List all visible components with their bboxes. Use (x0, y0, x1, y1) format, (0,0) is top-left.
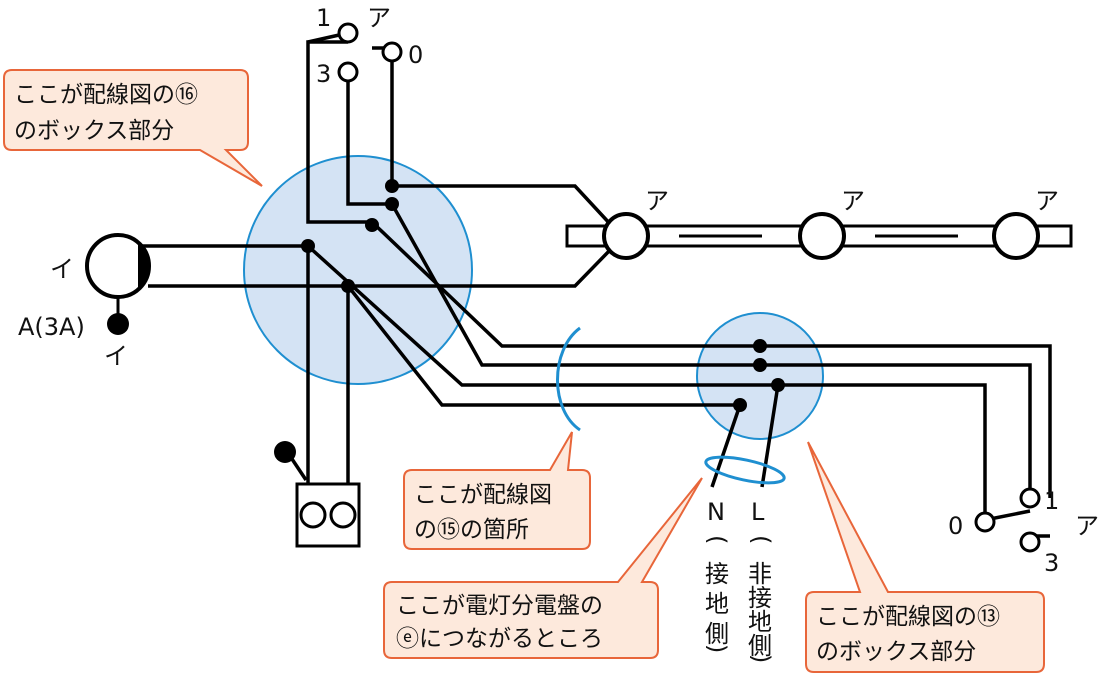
ground-dot (274, 441, 296, 463)
wire-top-switch-3 (346, 72, 392, 206)
connection-dots (301, 179, 785, 412)
top-switch-terminal-3 (337, 61, 359, 83)
feed-n-char: 接 (705, 560, 729, 588)
callout-e-line1: ここが電灯分電盤の (396, 593, 603, 619)
top-switch-label-common: ア (367, 4, 391, 32)
wire-lamp-feed-b (148, 246, 614, 288)
feed-l-char: 非 (748, 560, 772, 588)
top-switch-label-3: 3 (316, 60, 331, 88)
bottom-switch-terminal-0 (974, 511, 996, 533)
wires (138, 31, 1052, 538)
switch-terminals (337, 22, 1041, 553)
feed-n-char: 側 (705, 620, 729, 648)
top-switch-terminal-0 (381, 41, 403, 63)
callout-box-15: ここが配線図 の⑮の箇所 (403, 431, 591, 550)
feed-l-char: 接 (748, 584, 772, 612)
lamp-left (85, 233, 151, 335)
feed-l-char: L (751, 498, 765, 526)
lamp-label-2: ア (841, 187, 865, 215)
wire-feed-n (710, 404, 742, 488)
feed-n-paren-close: ) (703, 644, 731, 653)
cable-marker-15 (556, 326, 581, 432)
lamp-label-1: ア (645, 187, 669, 215)
bottom-switch-label-3: 3 (1044, 549, 1059, 577)
bottom-switch-terminal-3 (1019, 531, 1041, 553)
wire-top-switch-1 (306, 40, 372, 224)
callout-15-line2: の⑮の箇所 (414, 517, 529, 543)
top-switch-label-0: 0 (408, 41, 423, 69)
lamp-left-label: イ (50, 255, 74, 283)
breaker-dot (107, 313, 129, 335)
top-switch-label-1: 1 (316, 4, 331, 32)
feed-l-paren-open: ( (747, 535, 775, 544)
ground-lead (288, 455, 308, 481)
callout-e-line2: ⓔにつながるところ (396, 626, 603, 652)
feed-l-char: 地 (748, 608, 772, 636)
wire-lamp-feed-a (392, 184, 614, 228)
wire-feed-l (760, 384, 780, 488)
lamp-label-3: ア (1035, 187, 1059, 215)
callout-box-e: ここが電灯分電盤の ⓔにつながるところ (383, 477, 703, 659)
callout-15-line1: ここが配線図 (414, 482, 552, 508)
callout-13-line1: ここが配線図の⑬ (816, 604, 1000, 630)
lamp-1 (602, 212, 650, 260)
feed-n-paren-open: ( (703, 535, 731, 544)
bottom-switch-label-0: 0 (948, 512, 963, 540)
breaker-label: A(3A) (18, 313, 85, 341)
wire-bundle-4 (346, 284, 740, 407)
callout-box-13: ここが配線図の⑬ のボックス部分 (805, 441, 1045, 673)
bottom-switch-label-common: ア (1075, 512, 1099, 540)
feed-n-label: N ( 接 地 側 ) (703, 498, 731, 653)
callout-13-line2: のボックス部分 (816, 639, 976, 665)
breaker-sub-label: イ (104, 342, 128, 370)
bottom-switch-label-1: 1 (1044, 487, 1059, 515)
feed-l-label: L ( 非 接 地 側 ) (747, 498, 775, 663)
feed-l-paren-close: ) (747, 654, 775, 663)
lamp-3 (992, 212, 1040, 260)
lamp-2 (798, 212, 846, 260)
top-switch-terminal-1 (337, 22, 359, 44)
lamp-strip (565, 212, 1073, 260)
feed-l-char: 側 (748, 632, 772, 660)
junction-box-16 (243, 155, 473, 385)
feed-n-char: N (707, 498, 725, 526)
receptacle (274, 441, 361, 548)
callout-box-16: ここが配線図の⑯ のボックス部分 (3, 69, 263, 187)
feed-marker (704, 455, 786, 485)
callout-16-line2: のボックス部分 (14, 118, 174, 144)
feed-n-char: 地 (705, 590, 729, 618)
wire-bundle-3 (306, 244, 987, 520)
callout-16-line1: ここが配線図の⑯ (14, 82, 198, 108)
bottom-switch-terminal-1 (1019, 487, 1041, 509)
junction-box-13 (696, 312, 824, 440)
